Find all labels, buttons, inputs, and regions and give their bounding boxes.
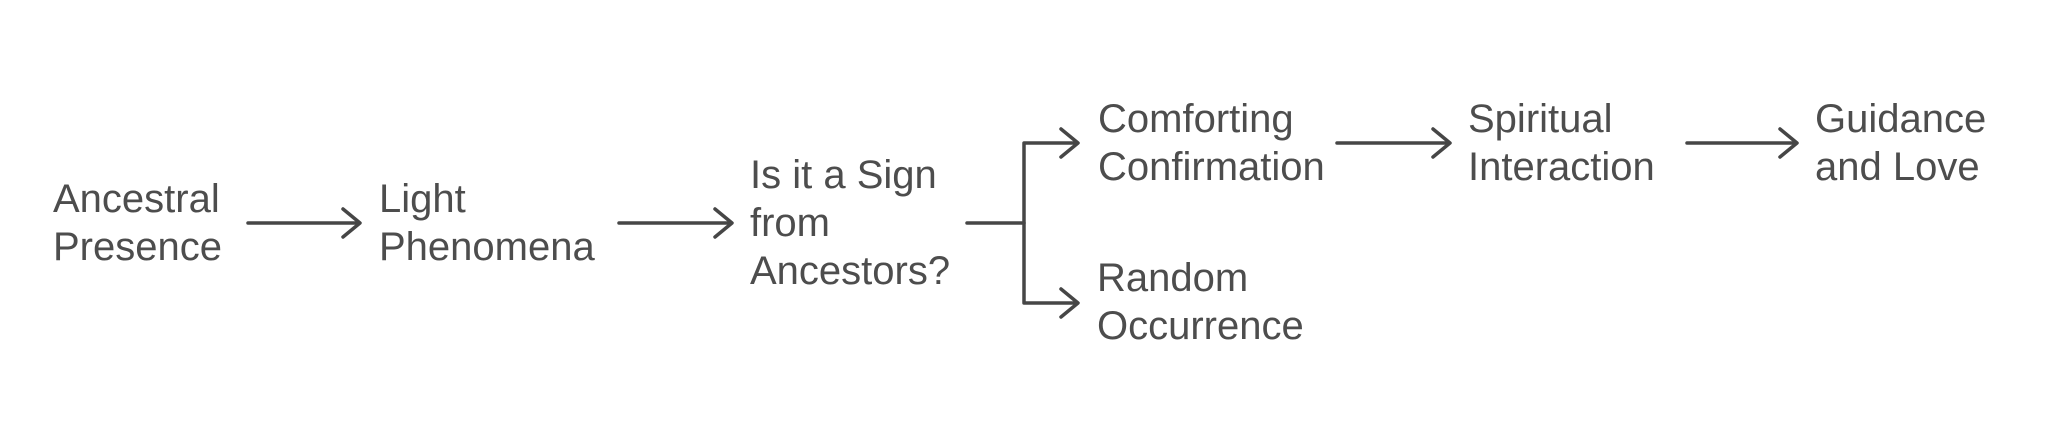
node-comforting-confirmation: Comforting Confirmation (1098, 97, 1325, 189)
arrowhead-comforting-to-spiritual (1431, 127, 1452, 159)
node-light-phenomena: Light Phenomena (379, 177, 595, 269)
arrowhead-spiritual-to-guidance (1778, 127, 1799, 159)
arrowhead-sign-to-comforting (1059, 127, 1080, 159)
node-sign-question: Is it a Sign from Ancestors? (750, 153, 951, 293)
node-random-occurrence: Random Occurrence (1097, 256, 1304, 348)
edge-sign-branch-fork (1022, 141, 1077, 305)
node-guidance-and-love: Guidance and Love (1815, 97, 1987, 189)
arrowhead-ancestral-to-light (341, 207, 362, 239)
arrowhead-sign-to-random (1059, 287, 1080, 319)
node-ancestral-presence: Ancestral Presence (53, 177, 222, 269)
arrowhead-light-to-sign (713, 207, 734, 239)
node-spiritual-interaction: Spiritual Interaction (1468, 97, 1655, 189)
